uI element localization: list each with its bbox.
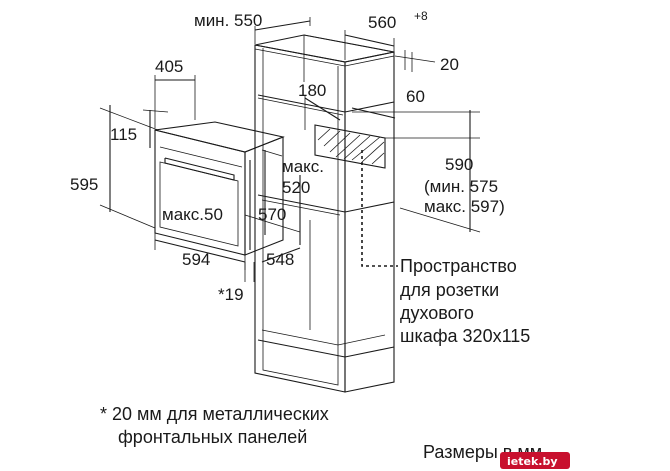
dim-570: 570 — [258, 205, 286, 224]
socket-leader — [361, 150, 398, 267]
socket-note-line3: духового — [400, 303, 474, 323]
dim-590-line2: (мин. 575 — [424, 177, 498, 196]
socket-note-line4: шкафа 320x115 — [400, 326, 530, 346]
dim-590-line3: макс. 597) — [424, 197, 505, 216]
dim-20: 20 — [440, 55, 459, 74]
socket-note-line1: Пространство — [400, 256, 517, 276]
dim-560: 560 — [368, 13, 396, 32]
dim-60: 60 — [406, 87, 425, 106]
footnote-line2: фронтальных панелей — [118, 427, 307, 447]
watermark-text: ietek.by — [507, 455, 558, 468]
dim-max50: макс.50 — [162, 205, 223, 224]
dim-590-line1: 590 — [445, 155, 473, 174]
dim-star19: *19 — [218, 285, 244, 304]
dim-115: 115 — [110, 125, 137, 144]
dim-548: 548 — [266, 250, 294, 269]
dim-594: 594 — [182, 250, 210, 269]
dim-max520-line2: 520 — [282, 178, 310, 197]
footnote-line1: * 20 мм для металлических — [100, 404, 329, 424]
dim-min550: мин. 550 — [194, 11, 262, 30]
socket-note-line2: для розетки — [400, 280, 499, 300]
dim-595: 595 — [70, 175, 98, 194]
cabinet — [254, 34, 395, 393]
dimension-lines — [99, 17, 481, 282]
oven — [154, 121, 301, 256]
watermark: ietek.by — [500, 452, 570, 469]
dim-560-tolerance: +8 — [414, 9, 428, 23]
dim-max520-line1: макс. — [282, 157, 324, 176]
dim-180: 180 — [298, 81, 326, 100]
dim-405: 405 — [155, 57, 183, 76]
socket-space — [314, 124, 386, 169]
